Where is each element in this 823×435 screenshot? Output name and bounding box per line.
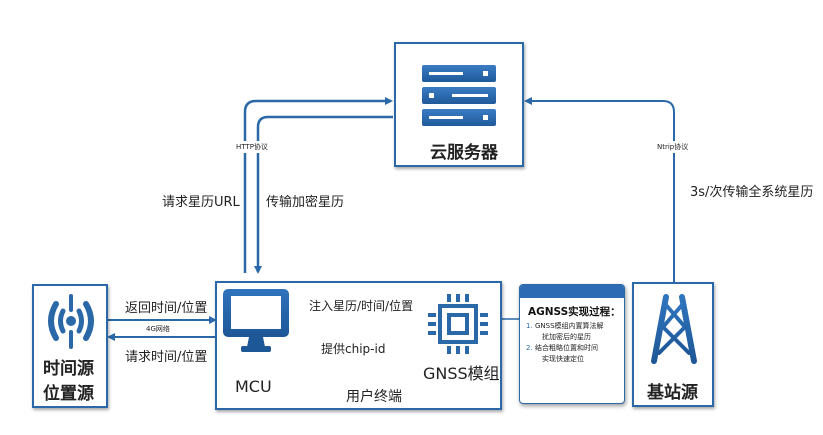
cloud-server-label: 云服务器 [430,143,498,163]
note-header [520,285,624,298]
arrow-base-station-to-cloud [524,97,675,283]
base-station-label: 基站源 [647,383,698,403]
server-rack-icon [422,65,496,126]
note-item-text-cont: 实现快速定位 [542,355,584,363]
inject-data-label: 注入星历/时间/位置 [309,299,414,313]
ephemeris-interval-label: 3s/次传输全系统星历 [690,185,814,200]
note-title: AGNSS实现过程： [528,306,621,318]
user-terminal-node: MCU GNSS模组 用户终端 [215,281,502,410]
network-4g-label: 4G网络 [146,323,170,335]
note-list: 1.GNSS模组内置算法解 扰加密后的星历 2.结合粗略位置和时间 实现快速定位 [526,321,622,365]
user-terminal-label: 用户终端 [346,389,402,405]
note-item-text: 结合粗略位置和时间 [535,344,598,352]
wireless-signal-icon [48,294,94,349]
request-time-position-label: 请求时间/位置 [125,350,208,365]
base-station-node: 基站源 [632,282,714,407]
chip-icon [428,294,488,354]
transmission-tower-icon [649,293,699,364]
note-item-text-cont: 扰加密后的星历 [542,333,591,341]
time-source-node: 时间源 位置源 [32,284,108,408]
arrow-request-ephemeris-url [243,97,393,273]
mcu-label: MCU [235,377,272,396]
return-time-position-label: 返回时间/位置 [125,301,208,316]
request-ephemeris-url-label: 请求星历URL [162,195,240,210]
arrow-transfer-encrypted-ephemeris [254,115,393,274]
gnss-module-label: GNSS模组 [423,364,500,383]
note-item: 1.GNSS模组内置算法解 扰加密后的星历 [526,321,622,343]
provide-chip-id-label: 提供chip-id [321,342,386,356]
ntrip-protocol-label: Ntrip协议 [657,141,689,153]
time-source-label: 时间源 [43,359,94,379]
monitor-icon [223,289,289,352]
note-item-number: 2. [526,344,533,352]
position-source-label: 位置源 [43,384,94,404]
note-item-text: GNSS模组内置算法解 [535,322,604,330]
note-item: 2.结合粗略位置和时间 实现快速定位 [526,343,622,365]
cloud-server-node: 云服务器 [394,42,524,167]
note-item-number: 1. [526,322,533,330]
transfer-encrypted-ephemeris-label: 传输加密星历 [266,195,345,210]
agnss-note: AGNSS实现过程： 1.GNSS模组内置算法解 扰加密后的星历 2.结合粗略位… [519,284,625,404]
http-protocol-label: HTTP协议 [236,141,268,153]
